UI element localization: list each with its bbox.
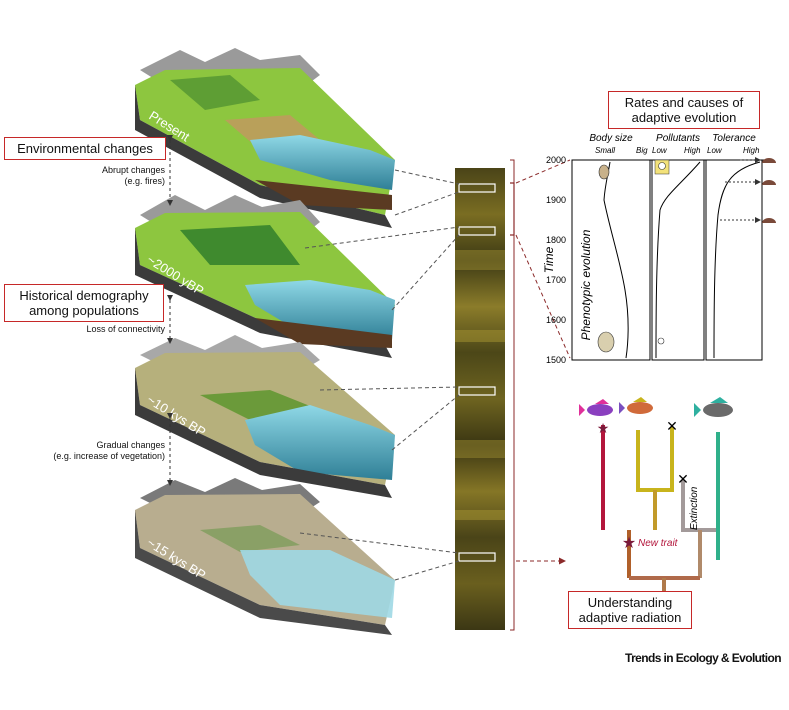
env-changes-label: Environmental changes: [17, 141, 153, 156]
shell-icon-3: [762, 218, 776, 223]
env-changes-box: Environmental changes: [4, 137, 166, 160]
abrupt-example: (e.g. fires): [124, 176, 165, 186]
star-icon: ★: [622, 533, 636, 552]
skull-small-icon: [657, 337, 665, 345]
core-connectors: [299, 169, 460, 581]
abrupt-label: Abrupt changes: [101, 165, 165, 175]
curve-body-size: [603, 161, 629, 359]
curve-tolerance: [713, 161, 761, 359]
fish-icon: [579, 399, 613, 416]
y-tick-label: 1800: [546, 235, 566, 245]
tolerance-low: Low: [707, 146, 723, 155]
shell-icon-1: [762, 158, 776, 163]
chart-y-label: Time: [542, 246, 556, 273]
tree-markers: ✕ ✕ ★ ★: [597, 418, 689, 552]
historical-demography-box: Historical demography among populations: [4, 284, 164, 322]
body-size-high: Big: [636, 146, 648, 155]
loss-connectivity-text: Loss of connectivity: [86, 324, 165, 334]
body-size-low: Small: [595, 146, 615, 155]
hist-demo-line2: among populations: [29, 303, 139, 318]
landscape-block-present: Present: [135, 48, 395, 228]
landscape-block-15kys: ~15 kys BP: [135, 478, 395, 635]
new-trait-label: New trait: [638, 538, 679, 549]
sediment-core: [455, 168, 505, 630]
rates-causes-box: Rates and causes of adaptive evolution: [608, 91, 760, 129]
pollutants-high: High: [684, 146, 701, 155]
rates-line1: Rates and causes of: [624, 95, 744, 110]
y-tick-label: 1700: [546, 275, 566, 285]
radiation-line2: adaptive radiation: [578, 610, 682, 625]
skull-icon: [654, 159, 670, 175]
shell-icon-2: [762, 180, 776, 185]
y-tick-label: 2000: [546, 155, 566, 165]
panel-title-pollutants: Pollutants: [656, 133, 700, 144]
gradual-example: (e.g. increase of vegetation): [53, 451, 165, 461]
star-icon: ★: [597, 421, 610, 437]
panel-tolerance: [705, 159, 763, 361]
extinct-x-icon: ✕: [666, 418, 678, 434]
extinct-x-icon: ✕: [677, 471, 689, 487]
journal-brand: Trends in Ecology & Evolution: [625, 651, 782, 665]
fish-icon: [619, 397, 653, 414]
gradual-changes-text: Gradual changes (e.g. increase of vegeta…: [40, 440, 165, 462]
y-tick-label: 1900: [546, 195, 566, 205]
y-tick-label: 1600: [546, 315, 566, 325]
landscape-block-10kys: ~10 kys BP: [135, 335, 395, 498]
fish-icon: [694, 397, 733, 417]
snail-large-icon: [597, 331, 615, 353]
snail-icon: [598, 164, 610, 180]
extinction-label: Extinction: [689, 486, 700, 530]
panel-pollutants: [651, 159, 705, 361]
gradual-label: Gradual changes: [96, 440, 165, 450]
tolerance-high: High: [743, 146, 760, 155]
chart-inner-label: Phenotypic evolution: [579, 229, 593, 340]
rates-line2: adaptive evolution: [631, 110, 737, 125]
pollutants-low: Low: [652, 146, 668, 155]
radiation-line1: Understanding: [587, 595, 673, 610]
panel-body-size: [571, 159, 651, 361]
adaptive-radiation-box: Understanding adaptive radiation: [568, 591, 692, 629]
evolution-chart: [571, 157, 776, 361]
curve-pollutants: [655, 161, 701, 359]
panel-title-body-size: Body size: [589, 133, 633, 144]
abrupt-changes-text: Abrupt changes (e.g. fires): [60, 165, 165, 187]
panel-title-tolerance: Tolerance: [712, 133, 756, 144]
hist-demo-line1: Historical demography: [19, 288, 149, 303]
y-tick-label: 1500: [546, 355, 566, 365]
phylo-tree: [601, 425, 720, 592]
red-connectors: [510, 159, 571, 631]
landscape-block-2000ybp: ~2000 yBP: [135, 195, 395, 358]
